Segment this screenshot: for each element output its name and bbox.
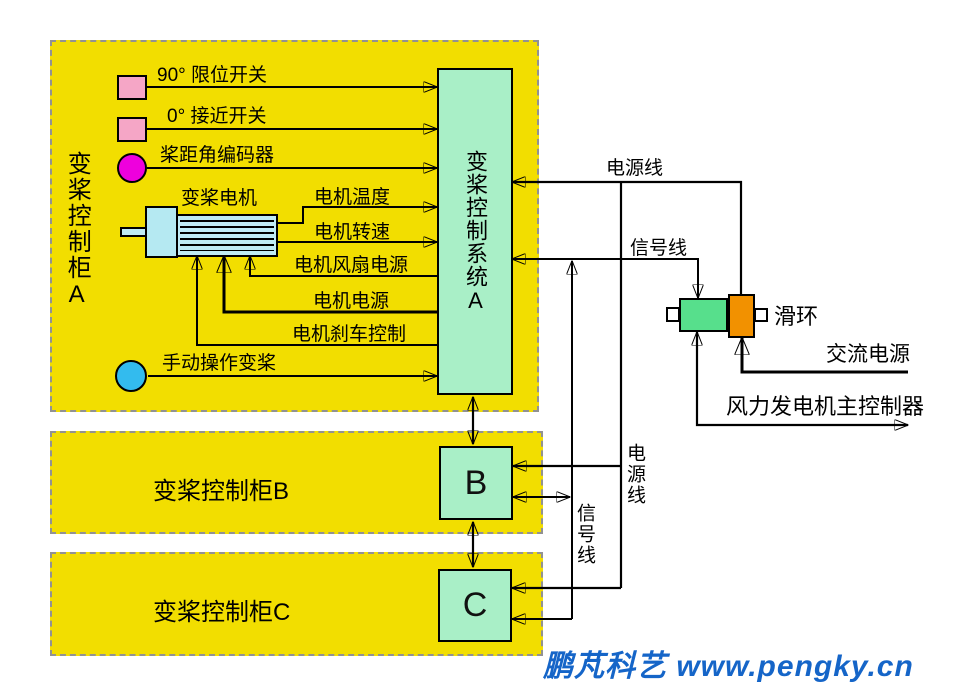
power-line-side-label: 电源线 — [623, 443, 645, 506]
system-b-box: B — [439, 446, 513, 520]
signal-line-side-label: 信号线 — [573, 503, 595, 566]
slip-ring-right-pin — [754, 308, 768, 322]
system-b-label: B — [464, 463, 488, 502]
encoder-icon — [117, 153, 147, 183]
system-c-label: C — [462, 586, 488, 624]
motor-temperature-label: 电机温度 — [314, 187, 391, 208]
encoder-label: 桨距角编码器 — [160, 145, 275, 166]
cabinet-b-label: 变桨控制柜B — [153, 478, 290, 505]
motor-fan-power-wire — [250, 256, 437, 277]
motor-front — [145, 206, 178, 258]
watermark: 鹏芃科艺 www.pengky.cn — [543, 650, 914, 683]
motor-brake-wire — [197, 256, 437, 346]
motor-brake-label: 电机刹车控制 — [292, 324, 407, 345]
power-line-label: 电源线 — [606, 158, 664, 179]
signal-line-label: 信号线 — [630, 238, 688, 259]
limit-switch-icon — [117, 75, 147, 100]
cabinet-c-label: 变桨控制柜C — [153, 599, 291, 626]
main-controller-wire — [697, 332, 908, 425]
limit-switch-label: 90° 限位开关 — [157, 65, 268, 86]
cabinet-a-label: 变桨控制柜A — [63, 151, 91, 310]
proximity-switch-label: 0° 接近开关 — [167, 106, 267, 127]
motor-fins-icon — [180, 220, 274, 251]
manual-pitch-label: 手动操作变桨 — [162, 353, 277, 374]
pitch-motor — [176, 214, 278, 257]
signal-line-main — [512, 259, 698, 298]
slip-ring-label: 滑环 — [774, 304, 819, 329]
motor-power-label: 电机电源 — [313, 291, 390, 312]
motor-label: 变桨电机 — [181, 188, 258, 209]
power-line-main — [512, 182, 743, 294]
ac-power-wire — [742, 338, 908, 374]
motor-fan-power-label: 电机风扇电源 — [294, 255, 409, 276]
system-a-box: 变桨控制系统A — [437, 68, 513, 395]
slip-ring-body — [679, 298, 728, 332]
system-c-box: C — [438, 569, 512, 642]
motor-temperature-wire — [277, 207, 437, 224]
system-a-label: 变桨控制系统A — [463, 149, 488, 314]
motor-power-wire — [224, 256, 437, 314]
motor-speed-label: 电机转速 — [314, 222, 391, 243]
manual-pitch-icon — [115, 360, 147, 392]
